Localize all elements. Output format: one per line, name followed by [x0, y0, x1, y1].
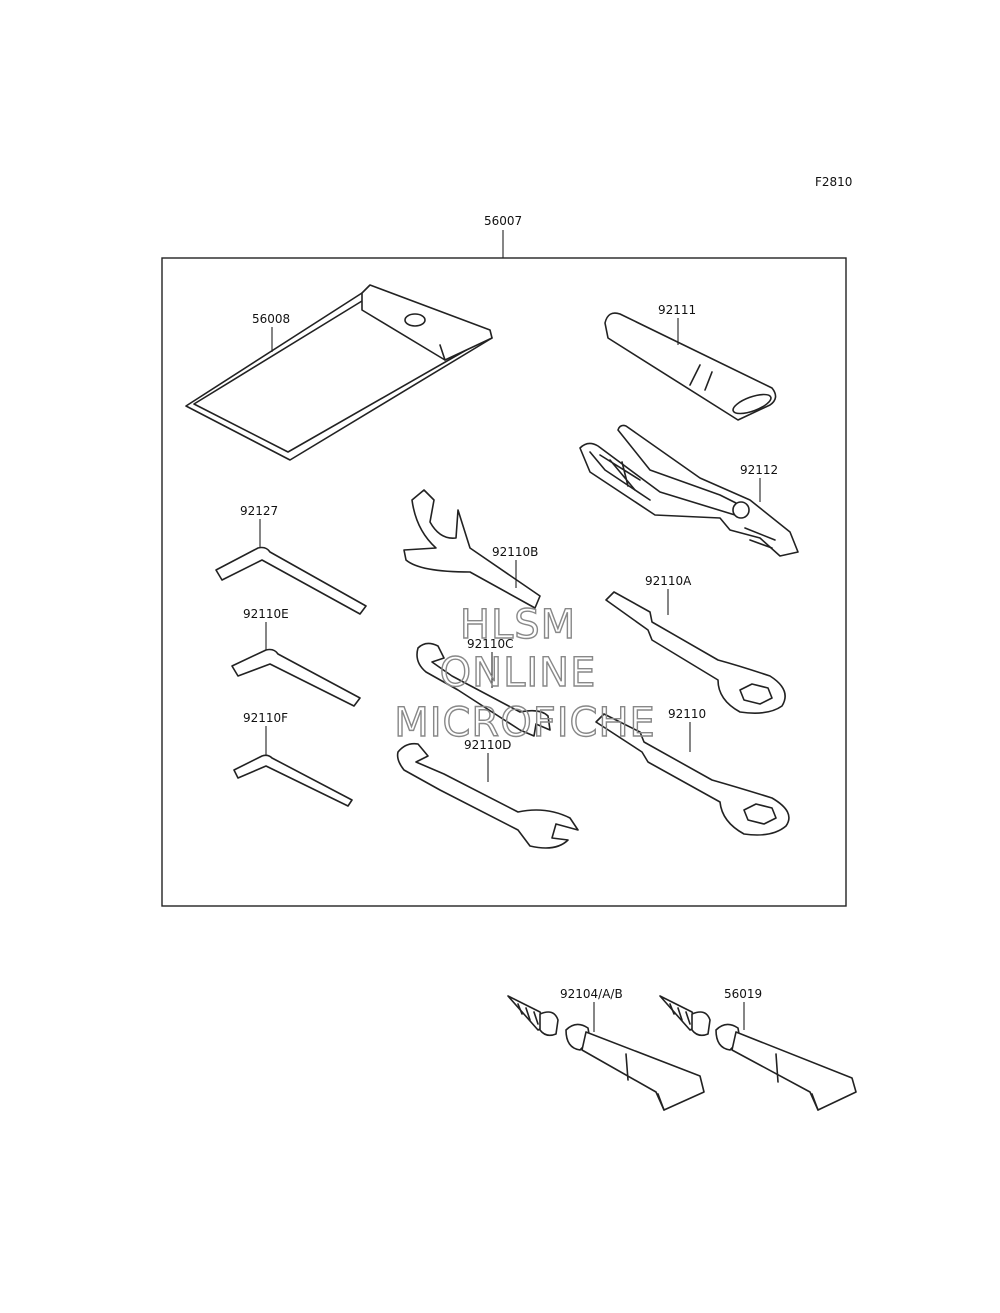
wrench-medium-drawing[interactable]	[396, 742, 579, 849]
tube-sealant-1-label[interactable]: 92104/A/B	[560, 987, 623, 1001]
tube-sealant-2-drawing[interactable]	[659, 995, 857, 1111]
pouch-label[interactable]: 56008	[252, 312, 290, 326]
figure-code: F2810	[815, 175, 852, 189]
kit-part-label[interactable]: 56007	[484, 214, 522, 228]
box-wrench-a-drawing[interactable]	[605, 591, 786, 714]
pouch-drawing[interactable]	[185, 284, 493, 461]
hex-key-small-label[interactable]: 92110F	[243, 711, 288, 725]
hex-key-medium-drawing[interactable]	[231, 648, 361, 707]
box-wrench-drawing[interactable]	[595, 713, 790, 836]
watermark-line-2: ONLINE	[440, 650, 597, 696]
spanner-hook-label[interactable]: 92110B	[492, 545, 538, 559]
tube-sealant-1-drawing[interactable]	[507, 995, 705, 1111]
box-wrench-label[interactable]: 92110	[668, 707, 706, 721]
watermark-line-3: MICROFICHE	[394, 700, 656, 746]
tube-handle-drawing[interactable]	[604, 312, 777, 421]
hex-key-large-drawing[interactable]	[215, 546, 367, 615]
pliers-drawing[interactable]	[579, 424, 799, 557]
box-wrench-a-label[interactable]: 92110A	[645, 574, 692, 588]
spanner-hook-drawing[interactable]	[403, 489, 541, 609]
hex-key-large-label[interactable]: 92127	[240, 504, 278, 518]
hex-key-small-drawing[interactable]	[233, 754, 353, 807]
watermark-line-1: HLSM	[460, 602, 576, 648]
wrench-small-label[interactable]: 92110C	[467, 637, 514, 651]
hex-key-medium-label[interactable]: 92110E	[243, 607, 289, 621]
wrench-medium-label[interactable]: 92110D	[464, 738, 511, 752]
wrench-small-drawing[interactable]	[416, 642, 551, 737]
pliers-label[interactable]: 92112	[740, 463, 778, 477]
tube-sealant-2-label[interactable]: 56019	[724, 987, 762, 1001]
watermark: HLSM ONLINE MICROFICHE	[393, 601, 656, 746]
tube-handle-label[interactable]: 92111	[658, 303, 696, 317]
kit-frame	[161, 257, 847, 907]
